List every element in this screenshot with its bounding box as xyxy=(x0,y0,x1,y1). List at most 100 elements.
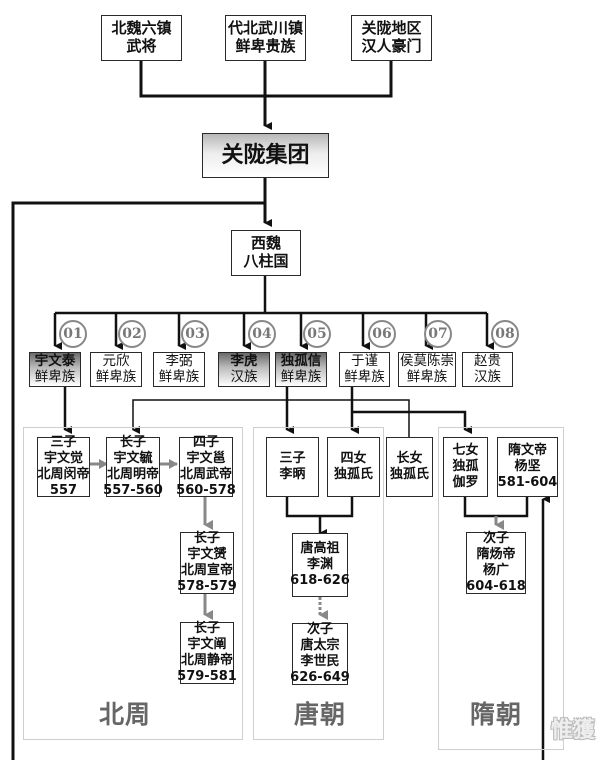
pillar-number-badge: 05 xyxy=(303,320,331,348)
watermark: 惟獲 xyxy=(551,718,596,743)
person-box-yuwen-yun: 长子 宇文赟 北周宣帝 578-579 xyxy=(177,531,237,594)
person-line: 唐高祖 xyxy=(300,541,340,557)
person-box-dugu-qieluo: 七女 独孤 伽罗 xyxy=(443,437,488,497)
person-line: 宇文赟 xyxy=(187,547,227,563)
person-line: 长子 xyxy=(193,621,220,637)
group-label: 关陇集团 xyxy=(221,142,310,168)
pillar-number-badge: 07 xyxy=(424,320,452,348)
person-box-yuwen-jue: 三子 宇文觉 北周闵帝 557 xyxy=(37,435,90,498)
person-line: 578-579 xyxy=(177,578,237,594)
pillar-ethnicity: 鲜卑族 xyxy=(95,368,137,385)
person-line: 独孤氏 xyxy=(333,467,373,482)
pillar-number-badge: 03 xyxy=(181,320,209,348)
person-line: 三子 xyxy=(50,435,77,451)
person-line: 李昞 xyxy=(279,467,306,482)
origin-line: 武将 xyxy=(126,37,157,55)
pillar-box-yuan-xin: 元欣 鲜卑族 xyxy=(90,352,142,387)
person-line: 独孤 xyxy=(452,459,479,475)
council-line: 八柱国 xyxy=(243,252,289,270)
council-box: 西魏 八柱国 xyxy=(231,230,301,276)
pillar-ethnicity: 鲜卑族 xyxy=(344,368,385,385)
pillar-name: 侯莫陈崇 xyxy=(400,352,454,369)
person-line: 伽罗 xyxy=(452,474,479,490)
pillar-ethnicity: 鲜卑族 xyxy=(280,368,322,385)
pillar-box-yu-jin: 于谨 鲜卑族 xyxy=(339,352,390,387)
person-box-li-yuan: 唐高祖 李渊 618-626 xyxy=(290,533,350,597)
council-line: 西魏 xyxy=(250,234,281,253)
region-panel-tang xyxy=(253,427,384,740)
person-line: 宇文阐 xyxy=(187,637,227,653)
pillar-number-badge: 04 xyxy=(248,320,276,348)
pillar-ethnicity: 鲜卑族 xyxy=(406,368,448,385)
person-line: 长子 xyxy=(193,531,220,547)
person-box-yuwen-yong: 四子 宇文邕 北周武帝 560-578 xyxy=(176,435,236,498)
pillar-ethnicity: 汉族 xyxy=(230,368,258,385)
person-box-dugu-eldest-daughter: 长女 独孤氏 xyxy=(386,437,433,497)
pillar-name: 赵贵 xyxy=(474,352,501,369)
region-panel-beizhou xyxy=(23,427,243,740)
person-line: 长女 xyxy=(396,451,423,467)
pillar-ethnicity: 鲜卑族 xyxy=(158,368,200,385)
person-box-yuwen-chan: 长子 宇文阐 北周静帝 579-581 xyxy=(177,621,237,684)
person-line: 四子 xyxy=(192,435,219,451)
person-box-li-shimin: 次子 唐太宗 李世民 626-649 xyxy=(290,622,350,685)
origin-line: 鲜卑贵族 xyxy=(235,37,296,55)
person-line: 三子 xyxy=(279,451,306,467)
person-line: 北周武帝 xyxy=(180,467,233,482)
pillar-number-badge: 08 xyxy=(491,320,519,348)
person-line: 杨坚 xyxy=(514,459,541,475)
person-line: 北周宣帝 xyxy=(181,563,234,578)
pillar-name: 于谨 xyxy=(351,352,378,369)
origin-box-beiwei-liuzhen: 北魏六镇 武将 xyxy=(101,15,182,61)
pillar-name: 独孤信 xyxy=(280,352,322,369)
person-line: 杨广 xyxy=(482,563,509,578)
person-line: 次子 xyxy=(482,531,509,547)
pillar-box-yuwen-tai: 宇文泰 鲜卑族 xyxy=(29,352,81,387)
origin-line: 代北武川镇 xyxy=(227,19,303,38)
origin-box-guanlong-region: 关陇地区 汉人豪门 xyxy=(351,15,432,61)
pillar-name: 元欣 xyxy=(102,352,130,369)
person-line: 长子 xyxy=(119,435,146,451)
person-box-yang-jian: 隋文帝 杨坚 581-604 xyxy=(497,437,558,497)
region-label-beizhou: 北周 xyxy=(99,700,152,729)
person-line: 北周闵帝 xyxy=(37,467,90,482)
origin-line: 汉人豪门 xyxy=(361,37,422,55)
pillar-name: 李虎 xyxy=(230,352,258,369)
person-line: 557-560 xyxy=(103,482,163,498)
pillar-ethnicity: 鲜卑族 xyxy=(34,368,76,385)
origin-box-daibei-wuchuan: 代北武川镇 鲜卑贵族 xyxy=(225,15,306,61)
pillar-name: 宇文泰 xyxy=(34,352,76,369)
person-line: 七女 xyxy=(452,443,479,459)
person-line: 604-618 xyxy=(466,578,526,594)
person-line: 李世民 xyxy=(300,654,340,669)
descendant-connectors xyxy=(63,387,550,760)
person-line: 独孤氏 xyxy=(389,467,429,482)
pillar-box-zhao-gui: 赵贵 汉族 xyxy=(462,352,513,387)
pillar-number-badge: 06 xyxy=(368,320,396,348)
region-label-sui: 隋朝 xyxy=(470,700,523,729)
person-box-yang-guang: 次子 隋炀帝 杨广 604-618 xyxy=(466,531,526,594)
person-line: 581-604 xyxy=(497,474,558,490)
pillar-number-badge: 01 xyxy=(59,320,87,348)
guanlong-group-box: 关陇集团 xyxy=(202,133,329,178)
pillar-name: 李弼 xyxy=(165,352,193,369)
person-line: 四女 xyxy=(340,451,367,467)
pillar-box-dugu-xin: 独孤信 鲜卑族 xyxy=(275,352,327,387)
person-line: 618-626 xyxy=(290,572,350,588)
person-box-yuwen-yu: 长子 宇文毓 北周明帝 557-560 xyxy=(103,435,163,498)
person-line: 北周明帝 xyxy=(107,467,160,482)
region-label-tang: 唐朝 xyxy=(294,700,347,729)
succession-arrows xyxy=(90,459,504,620)
person-line: 557 xyxy=(49,482,78,498)
origin-line: 关陇地区 xyxy=(361,19,422,38)
person-line: 李渊 xyxy=(306,557,333,573)
person-box-li-bing: 三子 李昞 xyxy=(266,437,319,497)
pillar-box-houmochen-chong: 侯莫陈崇 鲜卑族 xyxy=(398,352,456,387)
region-panel-sui xyxy=(438,427,564,750)
group-connector xyxy=(11,178,272,760)
person-line: 唐太宗 xyxy=(300,638,340,654)
person-line: 宇文邕 xyxy=(186,451,226,467)
origin-line: 北魏六镇 xyxy=(111,19,172,38)
pillar-number-badge: 02 xyxy=(118,320,146,348)
